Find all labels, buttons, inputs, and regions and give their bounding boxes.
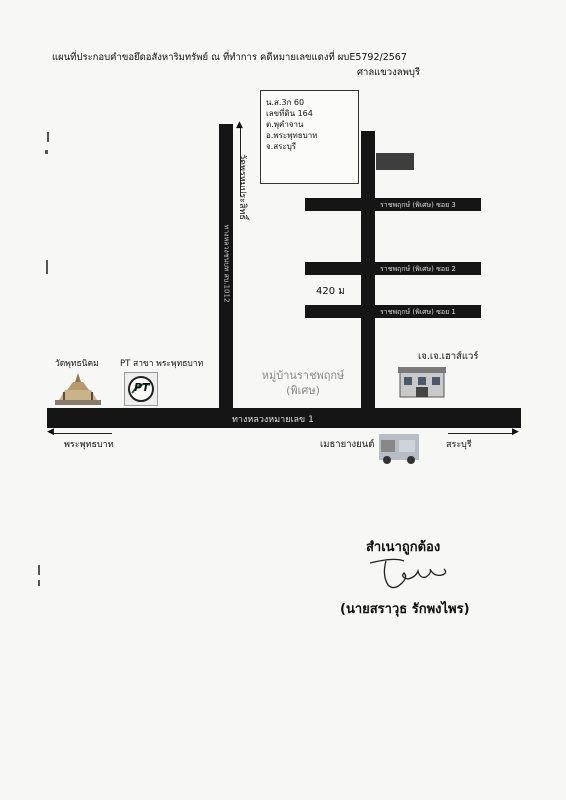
soi-3-road (305, 198, 481, 211)
soi-2-label: ราชพฤกษ์ (พิเศษ) ซอย 2 (380, 265, 456, 273)
temple-icon (55, 372, 101, 410)
soi-1-road (305, 305, 481, 318)
soi-3-label: ราชพฤกษ์ (พิเศษ) ซอย 3 (380, 201, 456, 209)
village-label: หมู่บ้านราชพฤกษ์ (พิเศษ) (247, 368, 359, 398)
direction-left: พระพุทธบาท (64, 440, 114, 450)
arrow-right-line (448, 433, 514, 434)
land-plot-marker (376, 153, 414, 170)
shop-icon (398, 365, 446, 403)
certified-copy-label: สำเนาถูกต้อง (366, 540, 441, 555)
rural-road-label: ทางหลวงชนบท สบ.1012 (222, 224, 231, 303)
gas-station-label: PT สาขา พระพุทธบาท (120, 359, 204, 369)
scan-mark (45, 150, 48, 154)
land-subdistrict: ต.พุคำจาน (266, 120, 304, 129)
scan-mark (46, 260, 48, 274)
village-suffix: (พิเศษ) (286, 384, 320, 397)
scan-mark (47, 132, 49, 142)
land-number: เลขที่ดิน 164 (266, 109, 313, 118)
tire-shop-icon (377, 430, 423, 470)
direction-right: สระบุรี (446, 440, 472, 450)
court-name: ศาลแขวงลพบุรี (357, 67, 420, 78)
temple-left-label: วัดพุทธนิคม (55, 359, 99, 369)
land-province: จ.สระบุรี (266, 142, 297, 151)
village-name: หมู่บ้านราชพฤกษ์ (261, 369, 345, 382)
arrow-up-icon: ▲ (236, 120, 243, 130)
land-title-deed: น.ส.3ก 60 (266, 98, 305, 107)
scan-mark (38, 565, 40, 575)
signer-name: (นายสราวุธ รักพงไพร) (340, 602, 470, 617)
tire-shop-label: เมธายางยนต์ (320, 439, 375, 450)
land-info-box: น.ส.3ก 60 เลขที่ดิน 164 ต.พุคำจาน อ.พระพ… (260, 90, 359, 184)
soi-1-label: ราชพฤกษ์ (พิเศษ) ซอย 1 (380, 308, 456, 316)
signature (364, 555, 454, 599)
document-title: แผนที่ประกอบคำขอยึดอสังหาริมทรัพย์ ณ ที่… (52, 52, 407, 63)
highway-label: ทางหลวงหมายเลข 1 (232, 415, 314, 425)
land-district: อ.พระพุทธบาท (266, 131, 318, 140)
soi-2-road (305, 262, 481, 275)
pt-logo-icon: PT (124, 372, 158, 406)
highway-1 (47, 408, 521, 428)
distance-label: 420 ม (316, 286, 345, 297)
rural-road (219, 124, 233, 410)
pt-logo-text: PT (134, 381, 150, 394)
shop-label: เจ.เจ.เฮาส์แวร์ (418, 351, 479, 362)
arrow-left-line (52, 433, 112, 434)
arrow-right-icon: ▶ (512, 427, 519, 437)
arrow-left-icon: ◀ (47, 427, 54, 437)
temple-top-label: วัดพรหมประสิทธิ์ (236, 154, 247, 220)
scan-mark (38, 580, 40, 586)
arrow-up-temple (240, 126, 241, 196)
